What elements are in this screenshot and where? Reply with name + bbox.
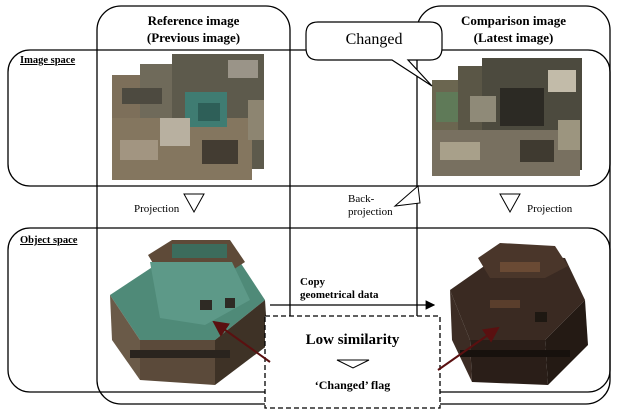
reference-3d-model: [110, 240, 268, 385]
comparison-satellite-image: [432, 58, 582, 176]
back-projection-arrow-icon: [393, 185, 421, 207]
reference-satellite-image: [112, 54, 264, 180]
changed-callout: [305, 21, 443, 87]
comparison-heading-line2: (Latest image): [473, 30, 554, 45]
projection-right-arrow-icon: [499, 193, 521, 214]
projection-left-label: Projection: [134, 203, 180, 215]
object-space-label: Object space: [20, 235, 78, 246]
changed-callout-text: Changed: [345, 31, 403, 48]
comparison-column-frame: [416, 5, 611, 405]
copy-data-line1: Copy: [300, 276, 326, 288]
result-down-arrow-icon: [336, 359, 370, 369]
projection-left-arrow-icon: [183, 193, 205, 214]
projection-right-label: Projection: [527, 203, 573, 215]
reference-column-heading: Reference image (Previous image): [110, 12, 277, 46]
back-projection-label: Back- projection: [348, 193, 393, 219]
changed-flag-text: ‘Changed’ flag: [314, 378, 391, 392]
low-similarity-text: Low similarity: [305, 332, 400, 348]
reference-heading-line2: (Previous image): [146, 30, 241, 45]
reference-heading-line1: Reference image: [147, 13, 240, 28]
comparison-heading-line1: Comparison image: [460, 13, 567, 28]
comparison-3d-model: [450, 243, 588, 385]
back-projection-line1: Back-: [348, 193, 375, 205]
reference-column-frame: [96, 5, 291, 405]
image-space-label: Image space: [20, 55, 76, 66]
back-projection-line2: projection: [348, 206, 393, 218]
copy-data-label: Copy geometrical data: [300, 276, 379, 302]
copy-data-line2: geometrical data: [300, 289, 379, 301]
comparison-column-heading: Comparison image (Latest image): [430, 12, 597, 46]
pointer-to-comparison-arrow: [437, 326, 500, 371]
pointer-to-reference-arrow: [212, 320, 271, 363]
